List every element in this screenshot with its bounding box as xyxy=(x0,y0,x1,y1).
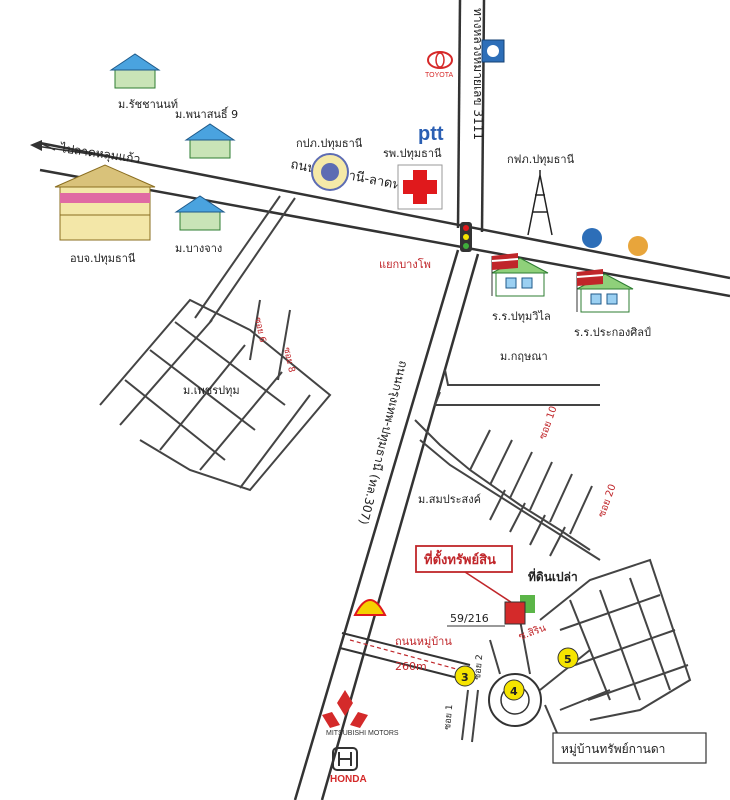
kpp-emblem-icon xyxy=(311,153,349,191)
marker-3: 3 xyxy=(454,665,476,687)
village-grid-pethpathum xyxy=(99,298,332,492)
road-to-m-pethpathum xyxy=(194,195,296,323)
road-village xyxy=(339,632,471,681)
label-obj-pathum: อบจ.ปทุมธานี xyxy=(70,252,136,265)
property-location-callout: ที่ตั้งทรัพย์สิน xyxy=(415,545,521,609)
label-property: ที่ตั้งทรัพย์สิน xyxy=(424,549,496,568)
label-house-number: 59/216 xyxy=(450,612,489,625)
house-icon xyxy=(174,195,226,231)
road-label-to-latlumkaeo: ไปลาดหลุมแก้ว xyxy=(58,141,141,167)
mitsubishi-icon xyxy=(322,690,368,728)
bank-logo-icon xyxy=(582,228,602,248)
label-m-ratchanon: ม.รัชชานนท์ xyxy=(118,98,178,111)
house-icon xyxy=(109,53,161,89)
label-school-2: ร.ร.ประกองศิลป์ xyxy=(574,326,651,339)
school-flag-icon xyxy=(491,253,549,297)
label-soi-1: ซอย 1 xyxy=(443,704,455,730)
logo-icon xyxy=(628,236,648,256)
label-soi-b: ซอย 8 xyxy=(281,347,296,374)
label-soi-10: ซอย 10 xyxy=(537,405,559,441)
label-soi-2: ซอย 2 xyxy=(473,654,485,680)
label-m-somprasong: ม.สมประสงค์ xyxy=(418,493,481,506)
svg-text:5: 5 xyxy=(564,653,572,666)
power-tower-icon xyxy=(527,170,553,236)
label-egat: กฟภ.ปทุมธานี xyxy=(507,153,575,166)
label-school-1: ร.ร.ปทุมวิไล xyxy=(492,310,551,323)
property-plot xyxy=(504,601,526,625)
label-vacant-land: ที่ดินเปล่า xyxy=(528,568,578,584)
label-intersection: แยกบางโพ xyxy=(379,257,431,271)
village-name-box: หมู่บ้านทรัพย์กานดา xyxy=(552,732,707,764)
school-flag-icon xyxy=(576,269,634,313)
honda-icon xyxy=(332,747,358,771)
label-village-name: หมู่บ้านทรัพย์กานดา xyxy=(561,742,665,757)
label-distance: 260m xyxy=(395,660,427,673)
marker-5: 5 xyxy=(557,647,579,669)
label-village-road: ถนนหมู่บ้าน xyxy=(395,635,452,648)
marker-4: 4 xyxy=(503,679,525,701)
traffic-light-icon xyxy=(460,222,472,252)
government-building-icon xyxy=(54,164,156,241)
label-m-pethpathum: ม.เพชรปทุม xyxy=(183,384,240,397)
arrow-west-icon xyxy=(30,140,111,158)
toyota-icon xyxy=(427,51,453,69)
road-highway-3111 xyxy=(456,0,486,233)
label-soi-20: ซอย 20 xyxy=(596,483,618,519)
ptt-logo: ptt xyxy=(418,123,444,145)
label-m-krungna: ม.กฤษณา xyxy=(500,350,548,363)
shell-icon xyxy=(353,599,387,616)
label-kpp: กปภ.ปทุมธานี xyxy=(296,137,363,150)
svg-text:4: 4 xyxy=(510,685,518,698)
road-label-3111: ทางหลวงหมายเลข 3111 xyxy=(471,8,485,140)
village-grid-somprasong xyxy=(414,419,601,561)
village-grid-sapkanda xyxy=(461,558,692,743)
mitsubishi-label: MITSUBISHI MOTORS xyxy=(326,730,399,737)
road-m-krungna xyxy=(433,369,600,406)
label-hospital: รพ.ปทุมธานี xyxy=(383,147,442,160)
svg-text:3: 3 xyxy=(461,671,469,684)
house-icon xyxy=(184,123,236,159)
honda-label: HONDA xyxy=(330,774,367,785)
bank-icon xyxy=(481,39,505,63)
label-m-bangchang: ม.บางจาง xyxy=(175,242,222,255)
hospital-cross-icon xyxy=(397,164,443,210)
toyota-label: TOYOTA xyxy=(425,72,453,79)
label-m-phanason: ม.พนาสนธิ์ 9 xyxy=(175,106,238,121)
